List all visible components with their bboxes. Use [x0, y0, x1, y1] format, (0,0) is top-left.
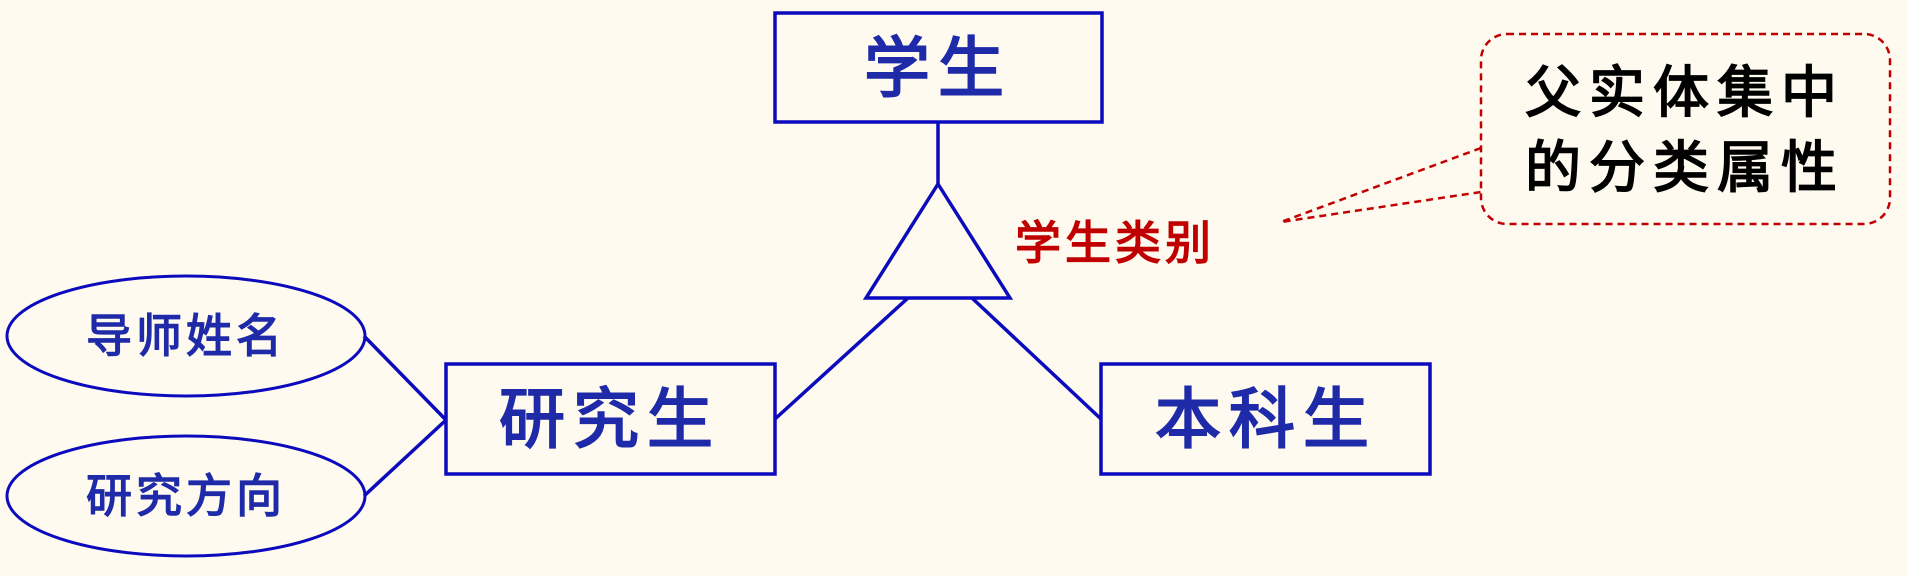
entity-undergraduate-box	[1099, 362, 1432, 476]
attribute-advisor-name-ellipse	[5, 274, 367, 398]
entity-student-label: 学生	[864, 29, 1012, 107]
discriminator-label: 学生类别	[1015, 216, 1215, 270]
attribute-advisor-name: 导师姓名	[5, 274, 367, 398]
entity-undergraduate: 本科生	[1099, 362, 1432, 476]
entity-graduate-box	[444, 362, 777, 476]
callout: 父实体集中 的分类属性	[1280, 32, 1892, 226]
entity-student: 学生	[773, 11, 1104, 124]
entity-undergraduate-label: 本科生	[1155, 380, 1377, 458]
advisor-attr-to-graduate-line	[362, 334, 448, 422]
attribute-research-direction-label: 研究方向	[86, 469, 286, 523]
attribute-advisor-name-label: 导师姓名	[86, 309, 286, 363]
triangle-to-undergraduate-line	[970, 296, 1103, 421]
entity-graduate: 研究生	[444, 362, 777, 476]
attribute-research-direction-ellipse	[5, 434, 367, 558]
triangle-to-graduate-line	[773, 296, 910, 421]
entity-graduate-label: 研究生	[499, 380, 721, 458]
attribute-research-direction: 研究方向	[5, 434, 367, 558]
entity-student-box	[773, 11, 1104, 124]
callout-line-2: 的分类属性	[1525, 135, 1845, 201]
isa-triangle	[862, 180, 1014, 300]
callout-box	[1479, 32, 1892, 226]
callout-line-1: 父实体集中	[1525, 60, 1845, 126]
callout-pointer	[1280, 146, 1482, 224]
research-attr-to-graduate-line	[362, 418, 448, 498]
